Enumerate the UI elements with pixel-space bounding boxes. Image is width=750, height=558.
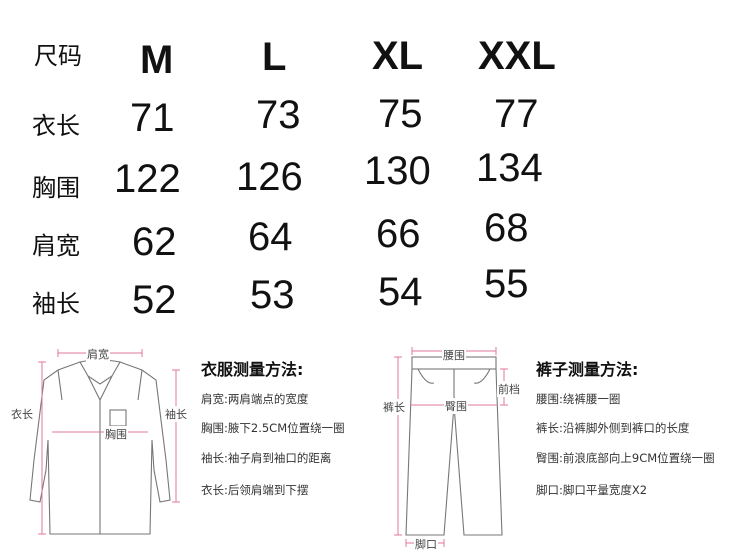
- pants-method-line: 裤长:沿裤脚外侧到裤口的长度: [536, 421, 690, 435]
- value-sleeve-xl: 54: [378, 270, 423, 314]
- value-chest-xxl: 134: [476, 146, 543, 190]
- shirt-label-sleeve: 袖长: [164, 406, 188, 422]
- shirt-method-line: 衣长:后领肩端到下摆: [201, 483, 309, 497]
- pants-method-line: 臀围:前浪底部向上9CM位置绕一圈: [536, 451, 715, 465]
- pants-drawing: [394, 347, 508, 547]
- value-shoulder-m: 62: [132, 220, 177, 264]
- size-header-l: L: [262, 35, 287, 79]
- size-header-xxl: XXL: [478, 34, 556, 78]
- value-sleeve-m: 52: [132, 278, 177, 322]
- shirt-method-title: 衣服测量方法:: [201, 360, 304, 379]
- value-sleeve-l: 53: [250, 273, 295, 317]
- shirt-drawing: [29, 349, 180, 535]
- shirt-method-line: 肩宽:两肩端点的宽度: [201, 392, 309, 406]
- value-shoulder-l: 64: [248, 215, 293, 259]
- row-label-length: 衣长: [32, 112, 80, 140]
- size-header-m: M: [140, 38, 174, 82]
- shirt-method-line: 胸围:腋下2.5CM位置绕一圈: [201, 421, 345, 435]
- value-length-l: 73: [256, 93, 301, 137]
- row-label-sleeve: 袖长: [32, 290, 80, 318]
- value-chest-xl: 130: [364, 149, 431, 193]
- pants-label-waist: 腰围: [442, 347, 466, 363]
- value-length-xxl: 77: [494, 92, 539, 136]
- shirt-method-line: 袖长:袖子肩到袖口的距离: [201, 451, 332, 465]
- row-label-chest: 胸围: [32, 174, 80, 202]
- pants-label-hip: 臀围: [444, 398, 468, 414]
- shirt-label-chest: 胸围: [104, 426, 128, 442]
- value-chest-l: 126: [236, 155, 303, 199]
- pants-method-title: 裤子测量方法:: [536, 360, 639, 379]
- value-shoulder-xl: 66: [376, 212, 421, 256]
- shirt-label-shoulder: 肩宽: [86, 346, 110, 362]
- pants-method-line: 腰围:绕裤腰一圈: [536, 392, 621, 406]
- row-label-shoulder: 肩宽: [32, 232, 80, 260]
- pants-label-hem: 脚口: [414, 536, 438, 552]
- pants-label-length: 裤长: [382, 399, 406, 415]
- value-shoulder-xxl: 68: [484, 206, 529, 250]
- size-header-xl: XL: [372, 34, 424, 78]
- value-length-xl: 75: [378, 92, 423, 136]
- value-chest-m: 122: [114, 157, 181, 201]
- value-length-m: 71: [130, 96, 175, 140]
- shirt-label-length: 衣长: [10, 406, 34, 422]
- size-header-label: 尺码: [34, 42, 82, 70]
- pants-method-line: 脚口:脚口平量宽度X2: [536, 483, 648, 497]
- pants-label-front-rise: 前档: [497, 381, 521, 397]
- value-sleeve-xxl: 55: [484, 262, 529, 306]
